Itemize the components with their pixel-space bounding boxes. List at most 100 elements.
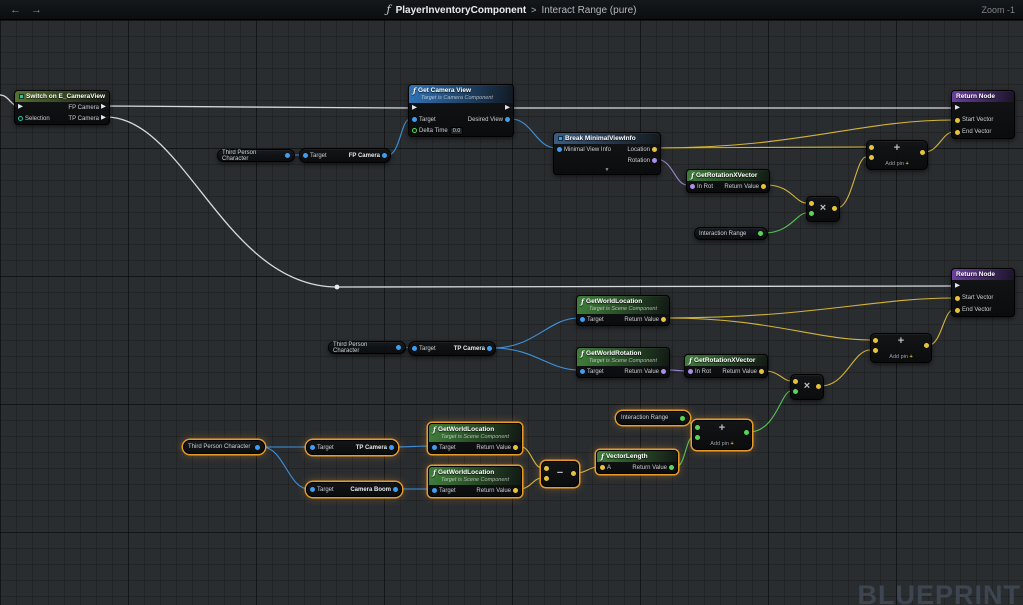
node-multiply-2[interactable]: × [790,374,824,400]
object-out-pin[interactable] [393,487,398,492]
vector-in-pin[interactable] [869,145,874,150]
node-get-tp-camera-b[interactable]: Target TP Camera [306,440,398,455]
back-button[interactable]: ← [10,4,21,16]
return-value-pin[interactable] [513,488,518,493]
exec-out-pin[interactable]: ▶ [101,115,106,122]
target-pin[interactable] [432,488,437,493]
node-getworldlocation-c[interactable]: ƒGetWorldLocation Target is Scene Compon… [428,466,522,497]
return-value-pin[interactable] [661,369,666,374]
return-value-pin[interactable] [669,465,674,470]
enum-pin[interactable] [18,116,23,121]
breadcrumb-root[interactable]: PlayerInventoryComponent [396,5,527,16]
location-pin[interactable] [652,147,657,152]
in-rot-pin[interactable] [690,184,695,189]
node-getworldlocation-a[interactable]: ƒGetWorldLocation Target is Scene Compon… [576,295,670,326]
vector-in-pin[interactable] [873,348,878,353]
exec-in-pin[interactable]: ▶ [955,283,960,290]
start-vector-pin[interactable] [955,296,960,301]
add-pin-plus-icon[interactable]: + [730,441,733,447]
a-pin[interactable] [600,465,605,470]
vector-in-pin[interactable] [809,201,814,206]
add-pin-label[interactable]: Add pin [710,441,729,447]
target-pin[interactable] [310,445,315,450]
exec-in-pin[interactable]: ▶ [955,105,960,112]
object-out-pin[interactable] [487,346,492,351]
vector-in-pin[interactable] [873,338,878,343]
object-out-pin[interactable] [285,153,290,158]
return-value-pin[interactable] [661,317,666,322]
reroute-node[interactable] [335,285,340,290]
vector-out-pin[interactable] [924,343,929,348]
node-getrotationxvector-2[interactable]: ƒGetRotationXVector In Rot Return Value [684,354,768,378]
exec-in-pin[interactable]: ▶ [18,104,23,111]
target-pin[interactable] [580,369,585,374]
add-pin-label[interactable]: Add pin [889,354,908,360]
vector-in-pin[interactable] [793,379,798,384]
end-vector-pin[interactable] [955,130,960,135]
add-pin-label[interactable]: Add pin [885,161,904,167]
node-getworldlocation-b[interactable]: ƒGetWorldLocation Target is Scene Compon… [428,423,522,454]
object-out-pin[interactable] [255,445,260,450]
node-var-interaction-range-1[interactable]: Interaction Range [694,227,768,240]
node-return-1[interactable]: Return Node ▶ Start Vector End Vector [951,90,1015,139]
node-getrotationxvector-1[interactable]: ƒGetRotationXVector In Rot Return Value [686,169,770,193]
node-var-third-person-character[interactable]: Third Person Character [217,149,295,162]
target-pin[interactable] [303,153,308,158]
float-in-pin[interactable] [793,389,798,394]
add-pin-plus-icon[interactable]: + [909,354,912,360]
desired-view-pin[interactable] [505,117,510,122]
collapse-arrow-icon[interactable]: ▼ [554,166,660,174]
exec-out-pin[interactable]: ▶ [101,104,106,111]
exec-out-pin[interactable]: ▶ [505,105,510,112]
node-get-camera-view[interactable]: ƒGet Camera View Target is Camera Compon… [408,84,514,137]
object-out-pin[interactable] [396,345,401,350]
start-vector-pin[interactable] [955,118,960,123]
node-var-third-person-character-3[interactable]: Third Person Character [183,440,265,454]
node-vectorlength[interactable]: ƒVectorLength A Return Value [596,450,678,474]
forward-button[interactable]: → [31,4,42,16]
delta-time-pin[interactable] [412,128,417,133]
float-in-pin[interactable] [695,425,700,430]
float-out-pin[interactable] [744,430,749,435]
node-var-interaction-range-2[interactable]: Interaction Range [616,411,690,425]
node-var-third-person-character-2[interactable]: Third Person Character [328,341,406,354]
vector-in-pin[interactable] [869,155,874,160]
exec-in-pin[interactable]: ▶ [412,105,417,112]
vector-out-pin[interactable] [920,150,925,155]
target-pin[interactable] [580,317,585,322]
node-get-fp-camera[interactable]: Target FP Camera [299,148,391,163]
vector-out-pin[interactable] [832,206,837,211]
target-pin[interactable] [412,117,417,122]
target-pin[interactable] [432,445,437,450]
vector-in-pin[interactable] [544,476,549,481]
target-pin[interactable] [310,487,315,492]
vector-in-pin[interactable] [544,466,549,471]
object-out-pin[interactable] [389,445,394,450]
add-pin-plus-icon[interactable]: + [905,161,908,167]
node-add-float[interactable]: + Add pin + [692,420,752,450]
return-value-pin[interactable] [513,445,518,450]
return-value-pin[interactable] [759,369,764,374]
float-in-pin[interactable] [809,211,814,216]
in-rot-pin[interactable] [688,369,693,374]
node-multiply-1[interactable]: × [806,196,840,222]
object-out-pin[interactable] [382,153,387,158]
rotation-pin[interactable] [652,158,657,163]
node-getworldrotation[interactable]: ƒGetWorldRotation Target is Scene Compon… [576,347,670,378]
node-switch-on-e-cameraview[interactable]: Switch on E_CameraView ▶ FP Camera▶ Sele… [14,90,110,125]
node-get-tp-camera-a[interactable]: Target TP Camera [408,341,496,356]
node-break-minimalviewinfo[interactable]: Break MinimalViewInfo Minimal View Info … [553,132,661,175]
vector-out-pin[interactable] [571,471,576,476]
float-in-pin[interactable] [695,435,700,440]
node-get-camera-boom[interactable]: Target Camera Boom [306,482,402,497]
target-pin[interactable] [412,346,417,351]
float-out-pin[interactable] [758,231,763,236]
end-vector-pin[interactable] [955,308,960,313]
float-out-pin[interactable] [680,416,685,421]
node-add-vector-1[interactable]: + Add pin + [866,140,928,170]
return-value-pin[interactable] [761,184,766,189]
node-subtract[interactable]: − [541,461,579,487]
vector-out-pin[interactable] [816,384,821,389]
delta-time-input[interactable]: 0.0 [450,127,464,135]
node-add-vector-2[interactable]: + Add pin + [870,333,932,363]
